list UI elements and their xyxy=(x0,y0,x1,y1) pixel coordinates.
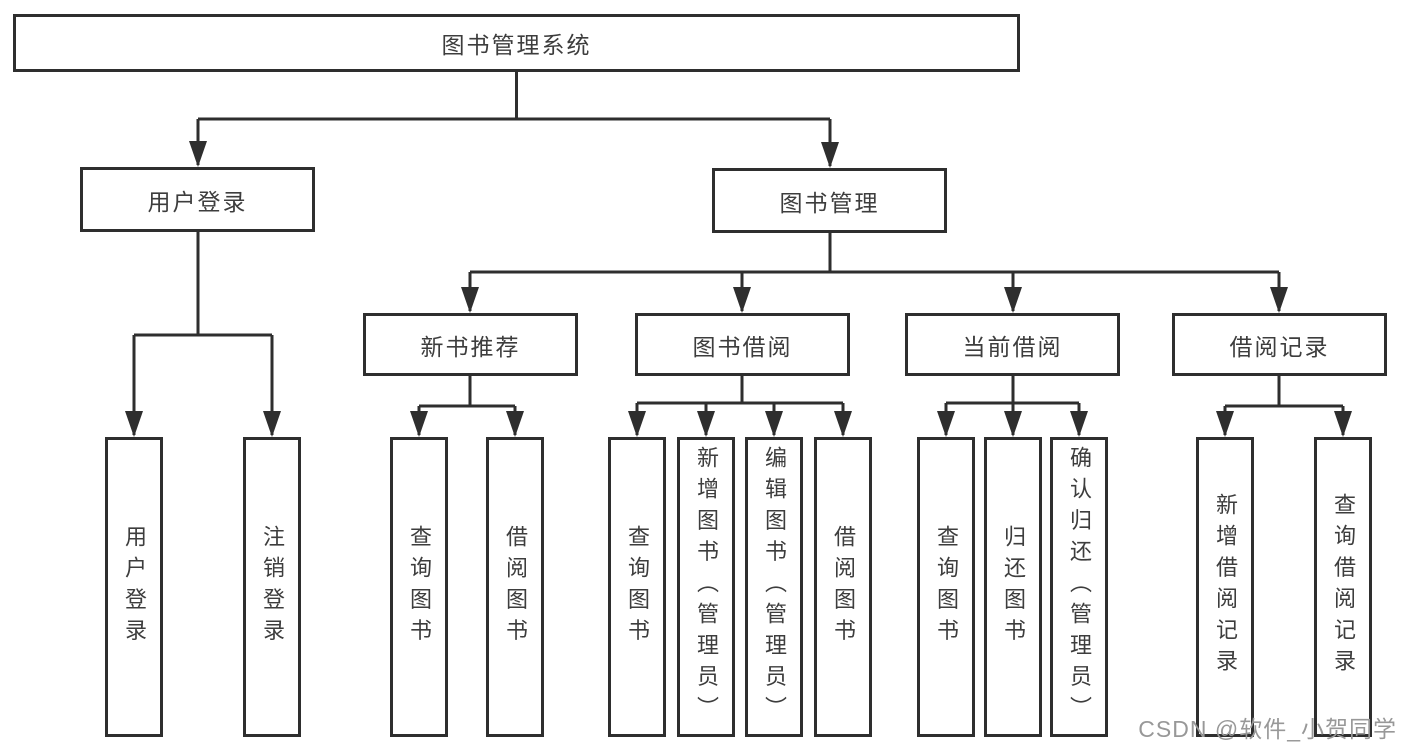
connector-book-borrow-branch xyxy=(635,376,845,435)
node-root-system: 图书管理系统 xyxy=(13,14,1020,72)
node-borrow-record: 借阅记录 xyxy=(1172,313,1387,376)
arrowhead xyxy=(628,411,646,437)
arrowhead xyxy=(125,411,143,437)
arrowhead xyxy=(189,141,207,167)
leaf-borrow-borrow-book: 借阅图书 xyxy=(814,437,872,737)
leaf-borrow-edit-book-admin: 编辑图书（管理员） xyxy=(745,437,803,737)
arrowhead xyxy=(937,411,955,437)
leaf-current-return-book: 归还图书 xyxy=(984,437,1042,737)
connector-book-mgmt-branch xyxy=(468,233,1281,311)
arrowhead xyxy=(821,142,839,168)
arrowhead xyxy=(461,287,479,313)
leaf-current-query-book: 查询图书 xyxy=(917,437,975,737)
arrowhead xyxy=(834,411,852,437)
node-user-login-module: 用户登录 xyxy=(80,167,315,232)
arrowhead xyxy=(1270,287,1288,313)
leaf-newrec-borrow-book: 借阅图书 xyxy=(486,437,544,737)
leaf-record-add-record: 新增借阅记录 xyxy=(1196,437,1254,737)
leaf-logout: 注销登录 xyxy=(243,437,301,737)
arrowhead xyxy=(1216,411,1234,437)
csdn-watermark: CSDN @软件_小贺同学 xyxy=(1138,716,1397,742)
leaf-record-query-record: 查询借阅记录 xyxy=(1314,437,1372,737)
node-current-borrow: 当前借阅 xyxy=(905,313,1120,376)
connector-user-login-branch xyxy=(132,232,274,435)
arrowhead xyxy=(506,411,524,437)
arrowhead xyxy=(263,411,281,437)
arrowhead xyxy=(1004,287,1022,313)
leaf-borrow-add-book-admin: 新增图书（管理员） xyxy=(677,437,735,737)
node-book-borrow: 图书借阅 xyxy=(635,313,850,376)
leaf-borrow-query-book: 查询图书 xyxy=(608,437,666,737)
arrowhead xyxy=(1004,411,1022,437)
connector-borrow-record-branch xyxy=(1223,376,1345,435)
arrowhead xyxy=(410,411,428,437)
node-book-mgmt-module: 图书管理 xyxy=(712,168,947,233)
arrowhead xyxy=(733,287,751,313)
leaf-current-confirm-return-admin: 确认归还（管理员） xyxy=(1050,437,1108,737)
node-new-book-rec: 新书推荐 xyxy=(363,313,578,376)
leaf-user-login: 用户登录 xyxy=(105,437,163,737)
arrowhead xyxy=(765,411,783,437)
arrowhead xyxy=(1334,411,1352,437)
leaf-newrec-query-book: 查询图书 xyxy=(390,437,448,737)
connector-new-book-branch xyxy=(417,376,517,435)
arrowhead xyxy=(1070,411,1088,437)
arrowhead xyxy=(697,411,715,437)
connector-root-to-level2 xyxy=(196,72,832,166)
